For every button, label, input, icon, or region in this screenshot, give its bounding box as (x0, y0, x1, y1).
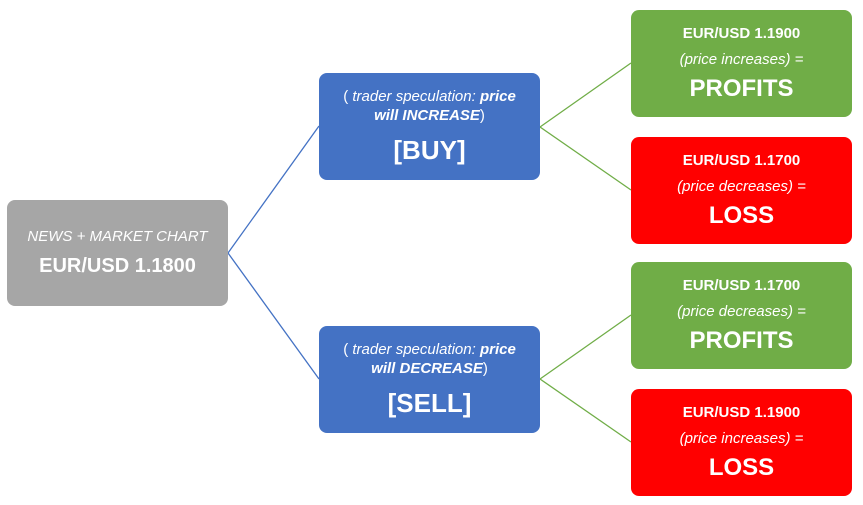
sell-node: ( trader speculation: price will DECREAS… (319, 326, 540, 433)
outcome-result: PROFITS (689, 327, 794, 354)
outcome-result: LOSS (708, 454, 775, 481)
buy-spec-bold: price will INCREASE (374, 88, 516, 124)
connector-root-to-buy (227, 125, 320, 254)
outcome-price: EUR/USD 1.1700 (682, 152, 801, 169)
sell-spec-bold: price will DECREASE (371, 341, 516, 377)
connector-buy-to-loss (539, 126, 632, 191)
outcome-result: LOSS (708, 202, 775, 229)
buy-profit-node: EUR/USD 1.1900 (price increases) = PROFI… (631, 10, 852, 117)
outcome-result: PROFITS (689, 75, 794, 102)
connector-buy-to-profit (539, 62, 632, 128)
outcome-move: (price increases) = (679, 430, 804, 447)
sell-loss-node: EUR/USD 1.1900 (price increases) = LOSS (631, 389, 852, 496)
sell-close-paren: ) (482, 360, 488, 377)
sell-open-paren: ( (343, 341, 349, 358)
connector-root-to-sell (227, 252, 320, 380)
outcome-price: EUR/USD 1.1700 (682, 277, 801, 294)
buy-loss-node: EUR/USD 1.1700 (price decreases) = LOSS (631, 137, 852, 244)
outcome-price: EUR/USD 1.1900 (682, 404, 801, 421)
outcome-move: (price increases) = (679, 51, 804, 68)
buy-open-paren: ( (343, 88, 349, 105)
outcome-price: EUR/USD 1.1900 (682, 25, 801, 42)
buy-node: ( trader speculation: price will INCREAS… (319, 73, 540, 180)
sell-speculation: ( trader speculation: price will DECREAS… (319, 340, 540, 378)
buy-spec-italic: trader speculation: (348, 88, 480, 105)
buy-close-paren: ) (479, 107, 485, 124)
sell-spec-italic: trader speculation: (348, 341, 480, 358)
sell-action: [SELL] (387, 388, 472, 418)
connector-sell-to-loss (539, 378, 632, 443)
connector-sell-to-profit (539, 314, 632, 380)
outcome-move: (price decreases) = (677, 303, 806, 320)
root-price: EUR/USD 1.1800 (39, 255, 196, 277)
root-node: NEWS + MARKET CHART EUR/USD 1.1800 (7, 200, 228, 306)
sell-profit-node: EUR/USD 1.1700 (price decreases) = PROFI… (631, 262, 852, 369)
outcome-move: (price decreases) = (677, 178, 806, 195)
root-caption: NEWS + MARKET CHART (27, 228, 208, 245)
buy-action: [BUY] (393, 135, 466, 165)
buy-speculation: ( trader speculation: price will INCREAS… (319, 87, 540, 125)
